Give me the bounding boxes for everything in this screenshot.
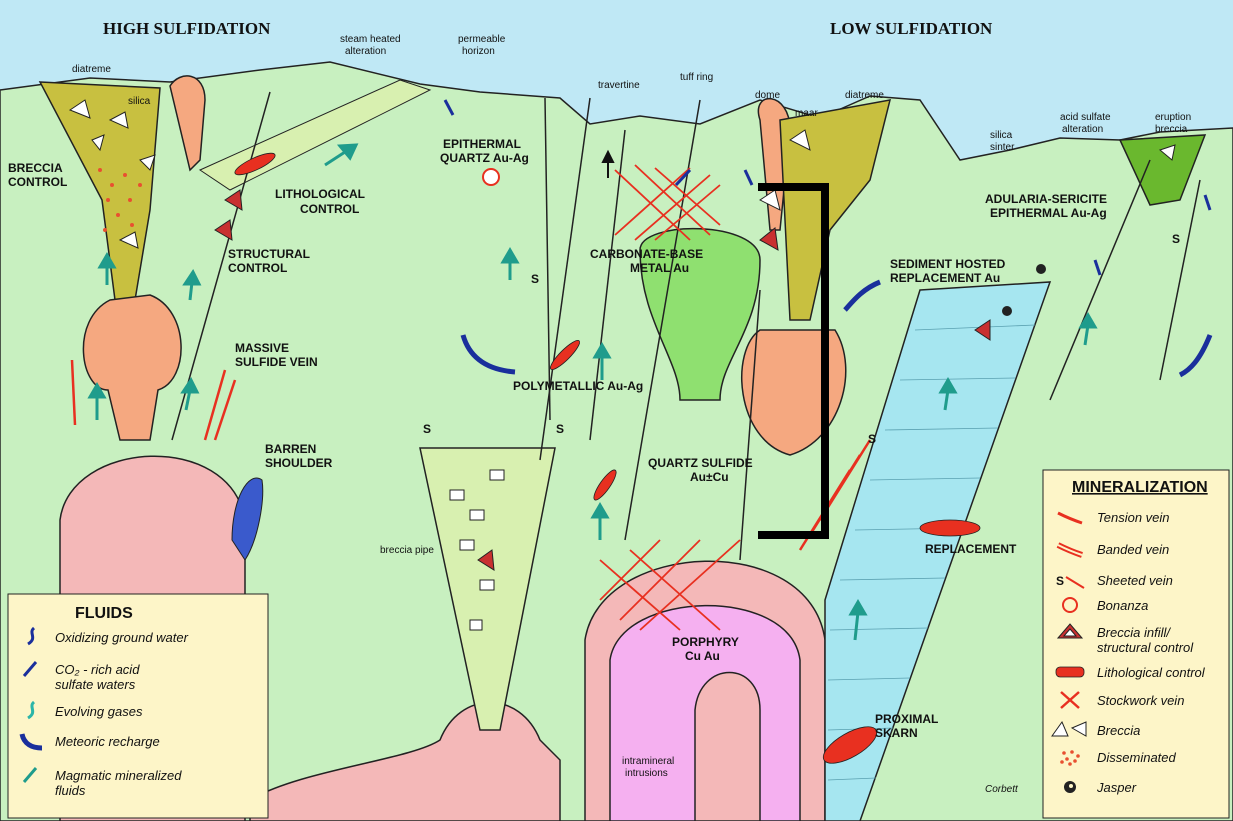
label-structural-1: STRUCTURAL (228, 247, 310, 261)
label-intramineral-1: intramineral (622, 756, 674, 767)
fluids-legend-label-line2: sulfate waters (55, 677, 136, 692)
label-eruption-1: eruption (1155, 112, 1191, 123)
mineralization-legend-label: Bonanza (1097, 598, 1148, 613)
label-massive-1: MASSIVE (235, 341, 289, 355)
label-maar: maar (795, 108, 818, 119)
label-travertine: travertine (598, 80, 640, 91)
label-permeable-1: permeable (458, 34, 506, 45)
label-massive-2: SULFIDE VEIN (235, 355, 318, 369)
label-silica: silica (128, 96, 151, 107)
label-intramineral-2: intrusions (625, 768, 668, 779)
label-s-4: S (868, 432, 876, 446)
label-polymetallic: POLYMETALLIC Au-Ag (513, 379, 643, 393)
label-s-3: S (531, 272, 539, 286)
label-s-1: S (423, 422, 431, 436)
bonanza-icon (483, 169, 499, 185)
label-sediment-2: REPLACEMENT Au (890, 271, 1000, 285)
mineralization-legend-label: Lithological control (1097, 665, 1206, 680)
jasper-icon (1064, 781, 1076, 793)
label-permeable-2: horizon (462, 46, 495, 57)
label-carbonate-1: CARBONATE-BASE (590, 247, 703, 261)
svg-text:S: S (1056, 574, 1064, 588)
fluids-legend-label: Meteoric recharge (55, 734, 160, 749)
label-s-5: S (1172, 232, 1180, 246)
bonanza-icon (1063, 598, 1077, 612)
fluids-legend-label: Oxidizing ground water (55, 630, 189, 645)
label-diatreme-left: diatreme (72, 64, 111, 75)
label-barren-1: BARREN (265, 442, 316, 456)
label-eruption-2: breccia (1155, 124, 1188, 135)
label-quartz-sulfide-2: Au±Cu (690, 470, 729, 484)
fluids-legend-label-line2: fluids (55, 783, 86, 798)
label-adularia-2: EPITHERMAL Au-Ag (990, 206, 1107, 220)
fluids-legend-label: Magmatic mineralized (55, 768, 182, 783)
heading-high-sulfidation: HIGH SULFIDATION (103, 19, 271, 38)
label-breccia-pipe: breccia pipe (380, 545, 434, 556)
mineralization-legend-label: Disseminated (1097, 750, 1177, 765)
label-steam-1: steam heated (340, 34, 401, 45)
mineralization-legend-label: Breccia infill/ (1097, 625, 1171, 640)
label-quartz-sulfide-1: QUARTZ SULFIDE (648, 456, 753, 470)
label-replacement: REPLACEMENT (925, 542, 1017, 556)
label-breccia-control-2: CONTROL (8, 175, 67, 189)
mineralization-legend-label: Breccia (1097, 723, 1140, 738)
label-proximal-2: SKARN (875, 726, 918, 740)
label-acid-sulfate-2: alteration (1062, 124, 1103, 135)
label-steam-2: alteration (345, 46, 386, 57)
label-tuff-ring: tuff ring (680, 72, 713, 83)
fluids-legend-label: CO₂ - rich acid (55, 662, 140, 677)
label-diatreme-right: diatreme (845, 90, 884, 101)
label-epithermal-2: QUARTZ Au-Ag (440, 151, 529, 165)
label-barren-2: SHOULDER (265, 456, 333, 470)
heading-low-sulfidation: LOW SULFIDATION (830, 19, 993, 38)
mineralization-legend-label: Stockwork vein (1097, 693, 1184, 708)
label-structural-2: CONTROL (228, 261, 287, 275)
label-porphyry-1: PORPHYRY (672, 635, 739, 649)
label-breccia-control-1: BRECCIA (8, 161, 63, 175)
label-carbonate-2: METAL Au (630, 261, 689, 275)
label-epithermal-1: EPITHERMAL (443, 137, 521, 151)
label-adularia-1: ADULARIA-SERICITE (985, 192, 1107, 206)
intramineral-intrusion (695, 673, 760, 821)
lithological-control-icon (1056, 667, 1084, 677)
label-porphyry-2: Cu Au (685, 649, 720, 663)
label-silica-sinter-2: sinter (990, 142, 1015, 153)
label-s-2: S (556, 422, 564, 436)
label-lithological-1: LITHOLOGICAL (275, 187, 365, 201)
mineralization-legend-label: Sheeted vein (1097, 573, 1173, 588)
fluids-legend-title: FLUIDS (75, 605, 133, 622)
mineralization-legend-label: Banded vein (1097, 542, 1169, 557)
label-dome: dome (755, 90, 780, 101)
label-lithological-2: CONTROL (300, 202, 359, 216)
label-proximal-1: PROXIMAL (875, 712, 938, 726)
label-acid-sulfate-1: acid sulfate (1060, 112, 1111, 123)
label-silica-sinter-1: silica (990, 130, 1013, 141)
fluids-legend-label: Evolving gases (55, 704, 143, 719)
mineralization-legend-label: Jasper (1096, 780, 1137, 795)
mineralization-legend-label-line2: structural control (1097, 640, 1194, 655)
mineralization-legend-title: MINERALIZATION (1072, 479, 1208, 496)
mineralization-legend-label: Tension vein (1097, 510, 1170, 525)
label-sediment-1: SEDIMENT HOSTED (890, 257, 1006, 271)
label-corbett: Corbett (985, 784, 1019, 795)
